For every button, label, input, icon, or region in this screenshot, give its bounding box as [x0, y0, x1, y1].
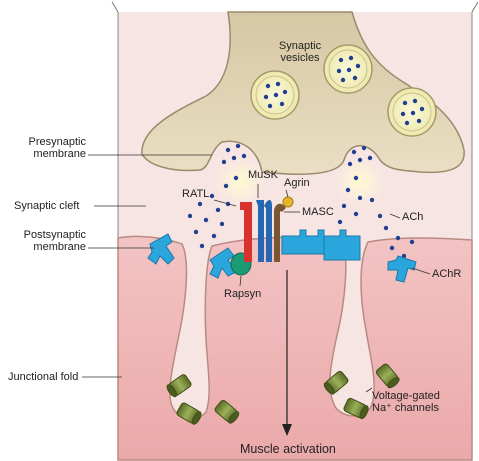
- label-synaptic-vesicles-line1: Synaptic: [260, 40, 340, 52]
- label-postsynaptic-membrane: Postsynaptic membrane: [0, 229, 86, 253]
- label-postsynaptic-line2: membrane: [0, 241, 86, 253]
- label-muscle-activation: Muscle activation: [240, 443, 336, 455]
- label-achr: AChR: [432, 268, 461, 280]
- label-synaptic-vesicles-line2: vesicles: [260, 52, 340, 64]
- musk-receptor: [256, 200, 272, 262]
- label-voltage-gated-line1: Voltage-gated: [372, 390, 440, 402]
- release-glow-left: [214, 158, 266, 206]
- synaptic-vesicle: [388, 88, 436, 136]
- label-postsynaptic-line1: Postsynaptic: [0, 229, 86, 241]
- label-synaptic-cleft: Synaptic cleft: [14, 200, 79, 212]
- label-musk: MuSK: [248, 169, 278, 181]
- agrin-molecule: [283, 197, 293, 207]
- label-junctional-fold: Junctional fold: [8, 371, 78, 383]
- label-agrin: Agrin: [284, 177, 310, 189]
- label-voltage-gated-line2: Na⁺ channels: [372, 402, 440, 414]
- label-presynaptic-line1: Presynaptic: [0, 136, 86, 148]
- label-presynaptic-line2: membrane: [0, 148, 86, 160]
- label-ach: ACh: [402, 211, 423, 223]
- label-voltage-gated-channels: Voltage-gated Na⁺ channels: [372, 390, 440, 414]
- label-synaptic-vesicles: Synaptic vesicles: [260, 40, 340, 64]
- label-masc: MASC: [302, 206, 334, 218]
- synaptic-vesicle: [251, 71, 299, 119]
- label-presynaptic-membrane: Presynaptic membrane: [0, 136, 86, 160]
- label-rapsyn: Rapsyn: [224, 288, 261, 300]
- label-ratl: RATL: [182, 188, 209, 200]
